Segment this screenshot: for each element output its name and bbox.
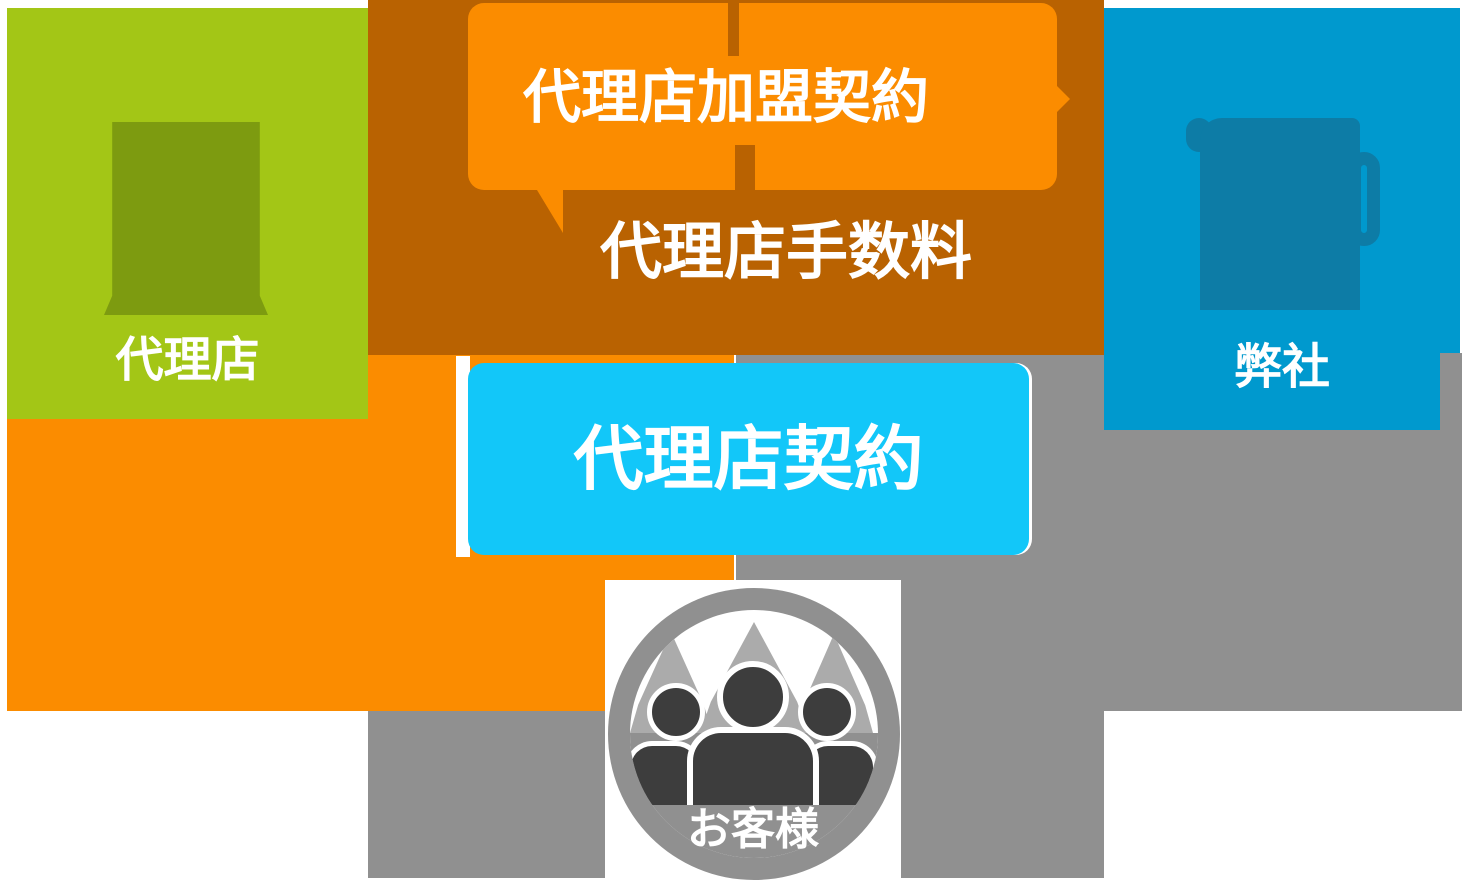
bubble-seam-bottom	[735, 145, 755, 190]
office-building-icon	[1200, 118, 1360, 310]
agency-label: 代理店	[115, 332, 260, 388]
shop-building-icon	[104, 122, 268, 315]
person-center-head-icon	[717, 661, 789, 733]
customer-label: お客様	[687, 804, 819, 855]
customer-to-company-arrow-block-right	[1104, 430, 1440, 711]
customer-to-company-arrow-edge	[1440, 353, 1462, 711]
person-center-body-icon	[687, 727, 819, 805]
agency-contract-box	[468, 363, 1029, 555]
franchise-contract-bubble	[468, 3, 1057, 190]
person-left-head-icon	[647, 683, 705, 741]
customers-group-icon	[630, 610, 878, 858]
company-label: 弊社	[1233, 339, 1330, 395]
bubble-seam-top	[728, 3, 739, 56]
agency-contract-label: 代理店契約	[573, 418, 924, 500]
contract-box-gap	[456, 356, 470, 557]
commission-label: 代理店手数料	[599, 215, 972, 288]
person-right-head-icon	[798, 683, 856, 741]
franchise-contract-label: 代理店加盟契約	[522, 62, 929, 131]
